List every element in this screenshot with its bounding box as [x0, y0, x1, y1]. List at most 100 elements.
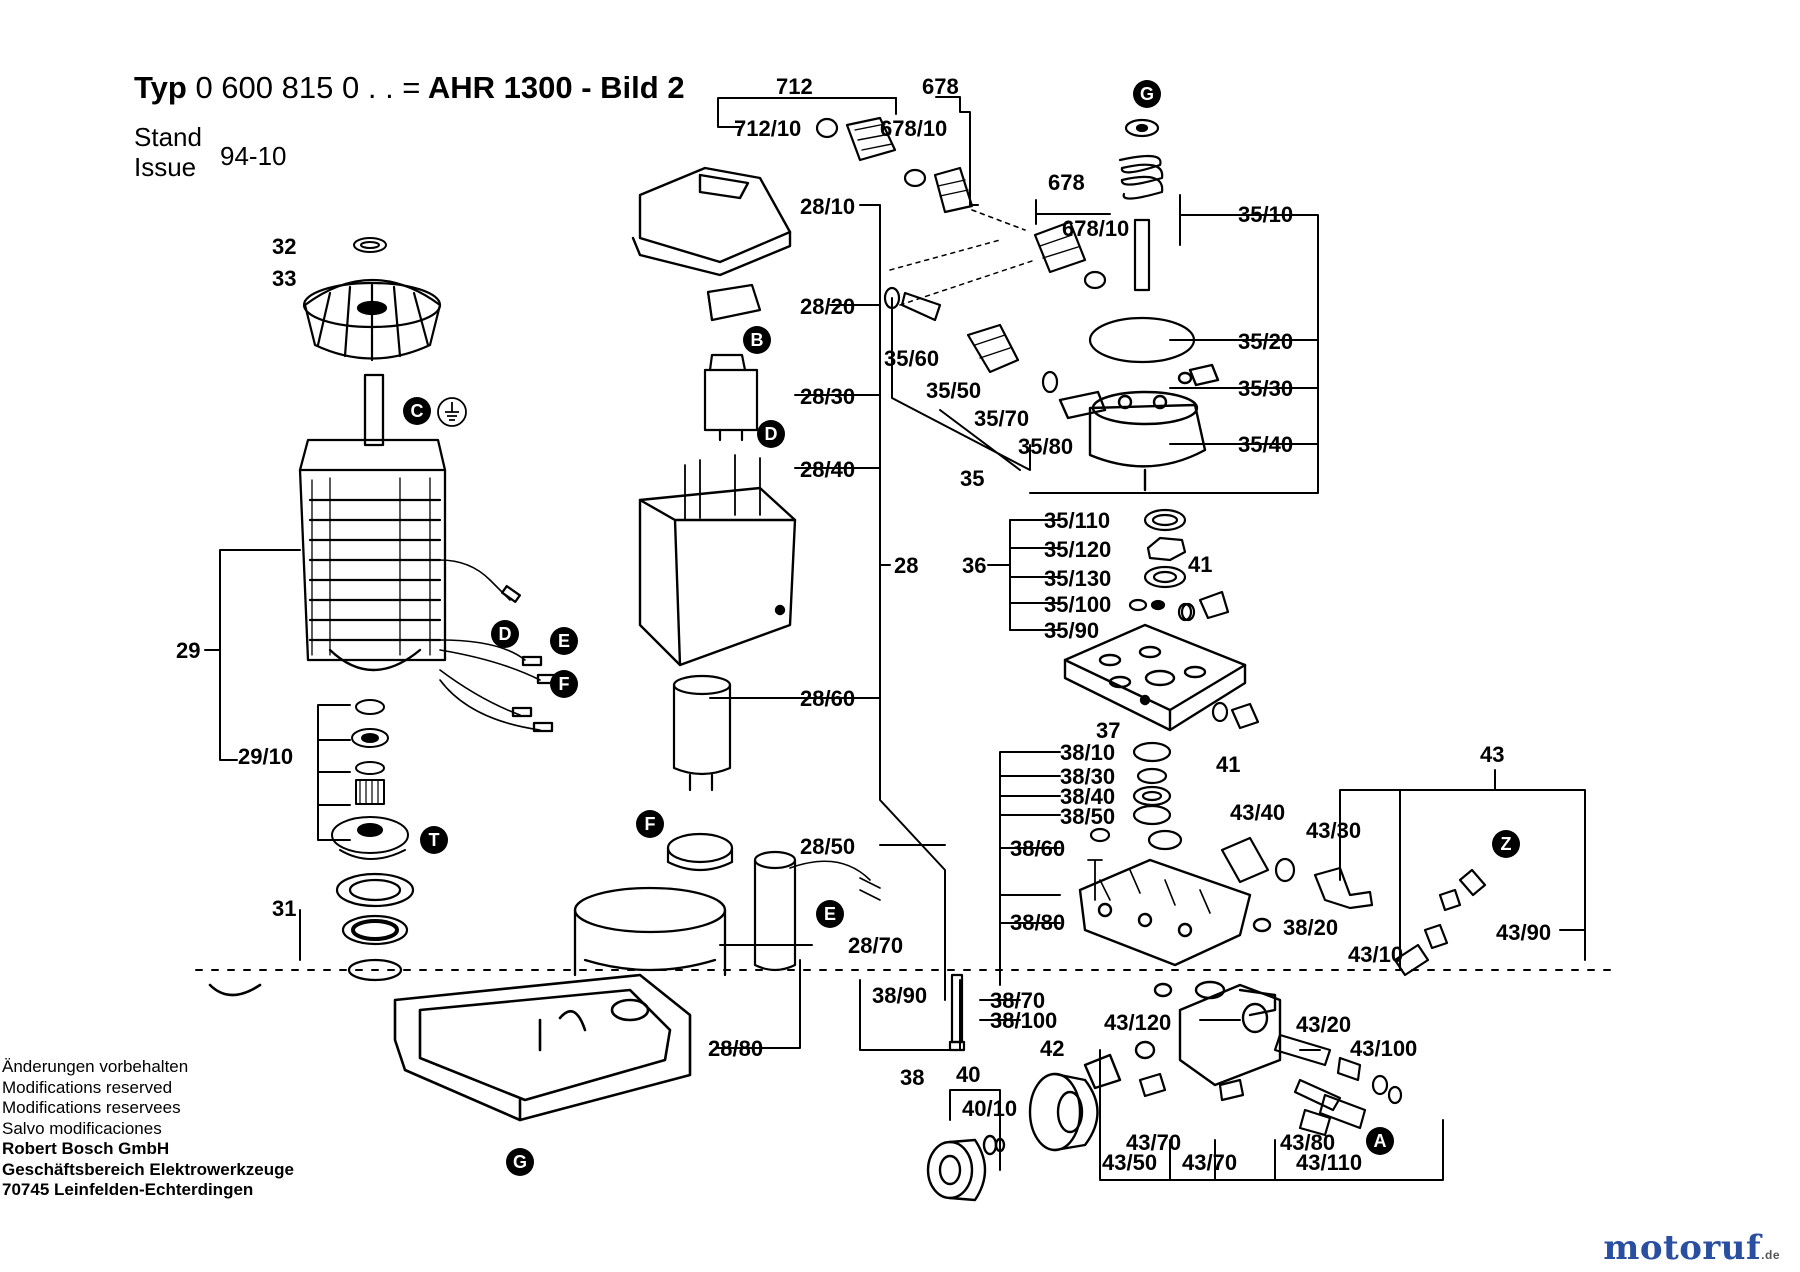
part-label: 35/50 [926, 378, 982, 403]
part-label: 43 [1480, 742, 1505, 767]
part-label: 35/120 [1044, 537, 1112, 562]
part-label: 35/90 [1044, 618, 1100, 643]
part-label: 28/60 [800, 686, 856, 711]
part-label: 42 [1040, 1036, 1065, 1061]
inlet-parts-shape [883, 239, 1059, 394]
part-label: 38/100 [990, 1008, 1058, 1033]
part-label: 43/110 [1296, 1150, 1363, 1175]
part-label: 38/30 [1060, 764, 1116, 789]
ring-31-shape [335, 872, 415, 982]
title-number: 0 600 815 [195, 70, 334, 105]
footer-notice: Änderungen vorbehalten Modifications res… [2, 1057, 294, 1201]
part-label: 35 [960, 466, 985, 491]
footer-division: Geschäftsbereich Elektrowerkzeuge [2, 1159, 294, 1179]
stand-value: 94-10 [220, 141, 287, 171]
title-model: AHR 1300 - Bild 2 [427, 70, 685, 105]
part-label: 35/10 [1238, 202, 1294, 227]
pump-head-35-40-shape [1058, 363, 1220, 492]
part-label: 712/10 [734, 116, 802, 141]
bearing-stack-shape [331, 699, 409, 860]
part-label: 28 [894, 553, 919, 578]
part-label: 35/60 [884, 346, 940, 371]
reference-badge-b: B [743, 326, 771, 354]
outlet-body-43-shape [1083, 980, 1282, 1090]
part-label: 28/20 [800, 294, 856, 319]
reference-badge-e: E [550, 627, 578, 655]
screw-41-shape [1177, 602, 1260, 730]
part-label: 35/70 [974, 406, 1030, 431]
brand-tld: .de [1761, 1248, 1780, 1262]
pump-body-38-shape [1078, 858, 1272, 967]
valve-plate-37-shape [1063, 623, 1247, 732]
part-label: 38/50 [1060, 804, 1116, 829]
part-label: 38/80 [1010, 910, 1066, 935]
part-label: 43/100 [1350, 1036, 1418, 1061]
leader-lines [204, 96, 1586, 1181]
part-label: 35/80 [1018, 434, 1074, 459]
part-label: 38/60 [1010, 836, 1066, 861]
reference-badge-f: F [636, 810, 664, 838]
part-label: 35/100 [1044, 592, 1112, 617]
brand-name: motoruf [1603, 1228, 1762, 1268]
reference-badge-z: Z [1492, 830, 1520, 858]
clip-28-50-shape [666, 832, 734, 872]
reference-badge-g: G [506, 1148, 534, 1176]
reference-badge-f: F [550, 670, 578, 698]
seal-stack-shape [1128, 508, 1230, 622]
part-label: 43/80 [1280, 1130, 1336, 1155]
reference-badge-t: T [420, 826, 448, 854]
housing-28-40-shape [638, 454, 797, 667]
seal-38-shape [1089, 741, 1183, 851]
part-label: 28/10 [800, 194, 856, 219]
part-label: 43/20 [1296, 1012, 1352, 1037]
part-label: 32 [272, 234, 297, 259]
part-label: 28/80 [708, 1036, 764, 1061]
part-label: 712 [776, 74, 813, 99]
cover-28-10-shape [631, 166, 792, 277]
part-label: 43/70 [1182, 1150, 1238, 1175]
part-label: 31 [272, 896, 297, 921]
part-label: 35/130 [1044, 566, 1112, 591]
footer-company: Robert Bosch GmbH [2, 1139, 170, 1158]
part-label: 28/50 [800, 834, 856, 859]
part-label: 37 [1096, 718, 1121, 743]
part-label: 28/70 [848, 933, 904, 958]
valve-43-parts-shape [1138, 1033, 1403, 1137]
capacitor-28-60-shape [672, 674, 732, 792]
fan-shape [302, 279, 442, 362]
issue-label: Issue [134, 152, 197, 182]
title-suffix: 0 . . = [341, 70, 421, 105]
part-label: 43/90 [1496, 920, 1552, 945]
part-label: 35/20 [1238, 329, 1294, 354]
part-label: 35/110 [1044, 508, 1111, 533]
motor-shape [298, 373, 558, 733]
base-28-80-shape [208, 973, 692, 1122]
part-label: 43/120 [1104, 1010, 1172, 1035]
part-label: 35/40 [1238, 432, 1294, 457]
part-label: 43/50 [1102, 1150, 1158, 1175]
tank-shape [573, 886, 727, 977]
connector-678-shape [971, 209, 1107, 290]
part-label: 678 [1048, 170, 1085, 195]
part-label: 40 [956, 1062, 981, 1087]
spring-valve-shape [1088, 118, 1196, 364]
part-label: 678 [922, 74, 959, 99]
part-label: 41 [1216, 752, 1241, 777]
brand-logo: motoruf.de [1603, 1228, 1780, 1268]
reference-badge-c: C [403, 397, 431, 425]
footer-line: Modifications reservees [2, 1098, 181, 1117]
footer-address: 70745 Leinfelden-Echterdingen [2, 1180, 254, 1199]
part-label: 41 [1188, 552, 1213, 577]
reference-badge-d: D [757, 420, 785, 448]
part-label: 33 [272, 266, 297, 291]
switch-28-30-shape [703, 353, 759, 442]
part-label: 43/40 [1230, 800, 1286, 825]
cap-42-shape [1028, 1072, 1099, 1152]
reference-badge-d: D [491, 620, 519, 648]
stand-block: Stand Issue [134, 122, 202, 182]
part-label: 38/20 [1283, 915, 1339, 940]
reference-badge-g: G [1133, 80, 1161, 108]
part-label: 38/90 [872, 983, 928, 1008]
reference-badge-e: E [816, 900, 844, 928]
